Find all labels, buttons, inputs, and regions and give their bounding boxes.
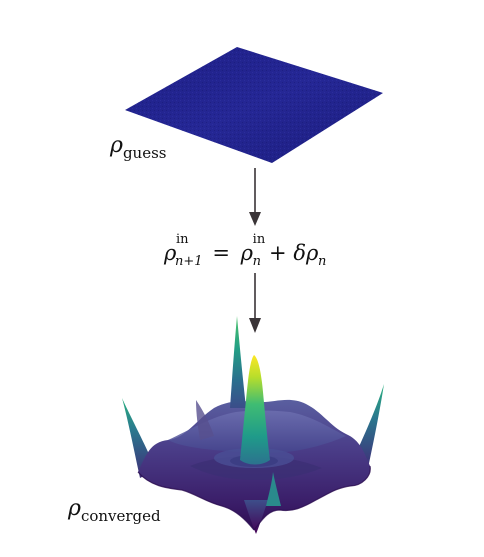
- arrow-guess-to-update: [249, 168, 261, 226]
- flat-density-surface: [125, 47, 383, 163]
- label-rho-guess: ρguess: [110, 133, 166, 162]
- eq-lhs-symbol: ρ: [164, 241, 177, 265]
- eq-rhs-sub: n: [252, 254, 262, 269]
- eq-delta-sub: n: [317, 254, 327, 269]
- eq-delta: δ: [293, 241, 306, 265]
- label-converged-subscript: converged: [80, 507, 161, 525]
- arrow-update-to-converged: [249, 273, 261, 333]
- eq-rhs-sup: in: [252, 232, 266, 247]
- label-converged-symbol: ρ: [68, 496, 81, 521]
- converged-density-surface: [122, 316, 384, 534]
- eq-lhs-sup: in: [176, 232, 189, 247]
- eq-rhs-symbol: ρ: [240, 241, 254, 265]
- label-guess-symbol: ρ: [110, 133, 123, 158]
- eq-equals: =: [212, 241, 230, 265]
- eq-plus: +: [269, 241, 287, 265]
- label-guess-subscript: guess: [122, 144, 167, 162]
- eq-lhs-sub: n+1: [175, 254, 203, 269]
- eq-delta-symbol: ρ: [305, 241, 319, 265]
- label-rho-converged: ρconverged: [68, 496, 161, 525]
